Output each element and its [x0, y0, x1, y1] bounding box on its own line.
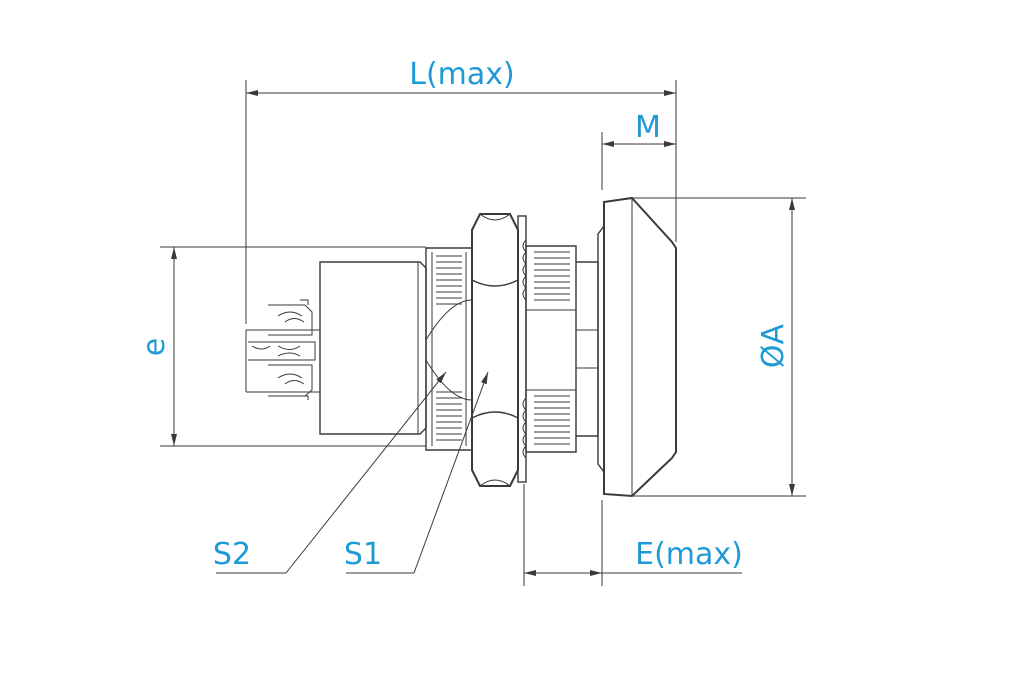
m-label: M	[635, 110, 661, 145]
e-label: e	[137, 338, 172, 356]
front-thread	[525, 245, 577, 453]
panel-washer	[517, 215, 527, 483]
front-cap	[603, 196, 677, 498]
rear-thread	[425, 247, 473, 451]
e-max-label: E(max)	[635, 537, 743, 572]
s2-leader	[285, 371, 447, 574]
connector-body	[245, 196, 677, 498]
rear-sleeve	[319, 261, 427, 435]
diameter-label: ØA	[756, 323, 791, 368]
dimension-lines	[160, 80, 806, 586]
s2-label: S2	[213, 537, 251, 572]
contact-pins	[245, 299, 320, 400]
s1-leader	[413, 371, 489, 574]
rear-thread-lines	[436, 255, 462, 441]
serrated-washer	[522, 239, 527, 459]
length-label: L(max)	[409, 57, 514, 92]
hex-nut	[471, 213, 519, 487]
dimension-labels: L(max) M e ØA E(max) S1 S2	[137, 57, 791, 572]
s1-label: S1	[344, 537, 382, 572]
